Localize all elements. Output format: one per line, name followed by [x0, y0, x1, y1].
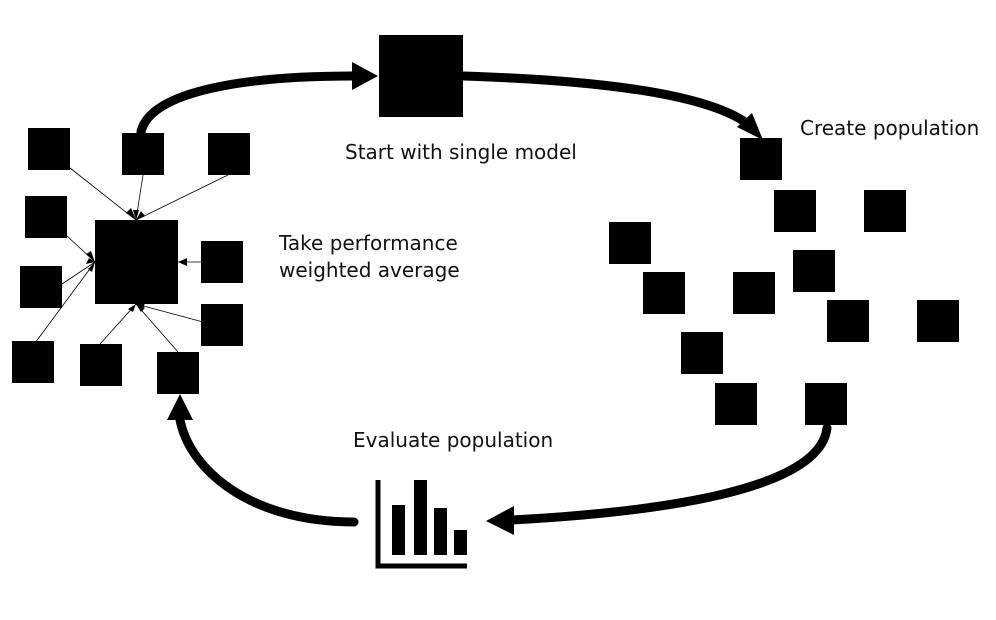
- arrowhead-icon: [737, 113, 763, 140]
- arrow-to-average: [175, 415, 359, 527]
- population-model-block: [774, 190, 816, 232]
- population-model-block: [80, 344, 122, 386]
- population-model-block: [827, 300, 869, 342]
- population-model-block: [864, 190, 906, 232]
- arrowhead-icon: [486, 506, 514, 535]
- average-step-label-line2: weighted average: [279, 258, 460, 282]
- cycle-arrows: [136, 71, 832, 527]
- arrow-to-evaluate: [507, 423, 832, 525]
- population-model-block: [740, 138, 782, 180]
- population-model-block: [20, 266, 62, 308]
- population-model-block: [733, 272, 775, 314]
- average-step-label-line1: Take performance: [279, 231, 458, 255]
- population-model-block: [201, 241, 243, 283]
- population-model-block: [793, 250, 835, 292]
- population-model-block: [917, 300, 959, 342]
- population-model-block: [122, 133, 164, 175]
- population-model-block: [715, 383, 757, 425]
- start-step-label: Start with single model: [345, 140, 577, 164]
- arrowhead-icon: [352, 62, 378, 90]
- averaged-model-block: [95, 220, 178, 304]
- population-model-block: [28, 128, 70, 170]
- population-model-block: [681, 332, 723, 374]
- population-model-block: [157, 352, 199, 394]
- arrowhead-icon: [167, 394, 193, 420]
- arrow-to-single-model: [136, 71, 357, 137]
- population-model-block: [643, 272, 685, 314]
- population-model-block: [25, 196, 67, 238]
- arrow-to-create-population: [458, 71, 750, 127]
- cycle-arrowheads: [167, 62, 763, 535]
- single-model-block: [379, 35, 463, 117]
- averaging-population: [12, 128, 250, 394]
- evaluate-step-label: Evaluate population: [353, 428, 554, 452]
- create-step-label: Create population: [800, 116, 980, 140]
- population-model-block: [201, 304, 243, 346]
- population-model-block: [609, 222, 651, 264]
- average-connector-heads: [86, 208, 187, 312]
- population-model-block: [208, 133, 250, 175]
- population-model-block: [12, 341, 54, 383]
- created-population: [609, 138, 959, 425]
- average-step-label: Take performance weighted average: [279, 230, 460, 284]
- population-model-block: [805, 383, 847, 425]
- bar-chart-icon: [375, 480, 467, 569]
